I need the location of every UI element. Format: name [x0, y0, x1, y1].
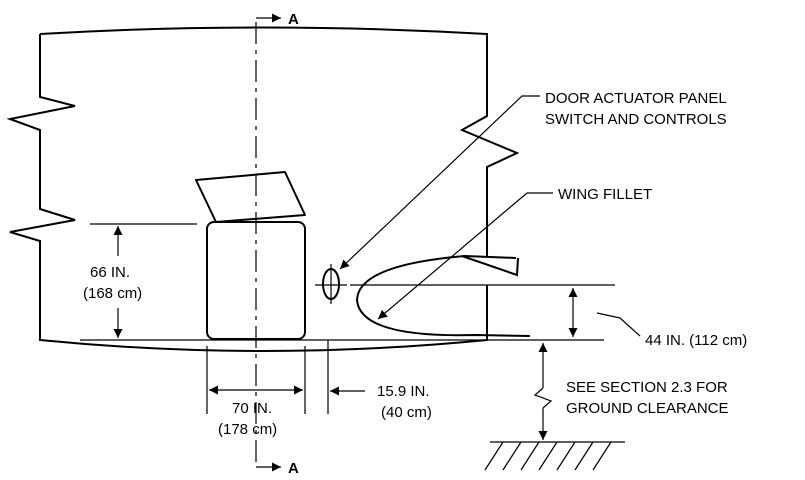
- door-actuator-leader: [339, 95, 540, 270]
- wing-fillet-leader: [377, 192, 553, 320]
- door-upper-panel: [195, 171, 306, 223]
- wing-fillet-outline: [355, 254, 531, 337]
- ground-note-line2: GROUND CLEARANCE: [566, 400, 729, 417]
- fuselage-outline: [6, 26, 520, 352]
- section-label-bottom: A: [288, 460, 299, 475]
- sill-height-label: 44 IN. (112 cm): [645, 332, 747, 349]
- door-height-cm: (168 cm): [83, 285, 142, 302]
- door-width-in: 70 IN.: [232, 400, 272, 417]
- ground-hatch: [484, 441, 612, 471]
- door-actuator-callout-line1: DOOR ACTUATOR PANEL: [545, 90, 727, 107]
- door-actuator-callout-line2: SWITCH AND CONTROLS: [545, 111, 727, 128]
- section-label-top: A: [288, 11, 299, 28]
- wing-fillet-callout: WING FILLET: [558, 186, 652, 203]
- door-offset-in: 15.9 IN.: [377, 383, 430, 400]
- wing-fillet-break: [461, 255, 519, 277]
- door-width-cm: (178 cm): [218, 421, 277, 438]
- door-offset-cm: (40 cm): [381, 404, 432, 421]
- ground-note-line1: SEE SECTION 2.3 FOR: [566, 379, 728, 396]
- door-height-in: 66 IN.: [90, 264, 130, 281]
